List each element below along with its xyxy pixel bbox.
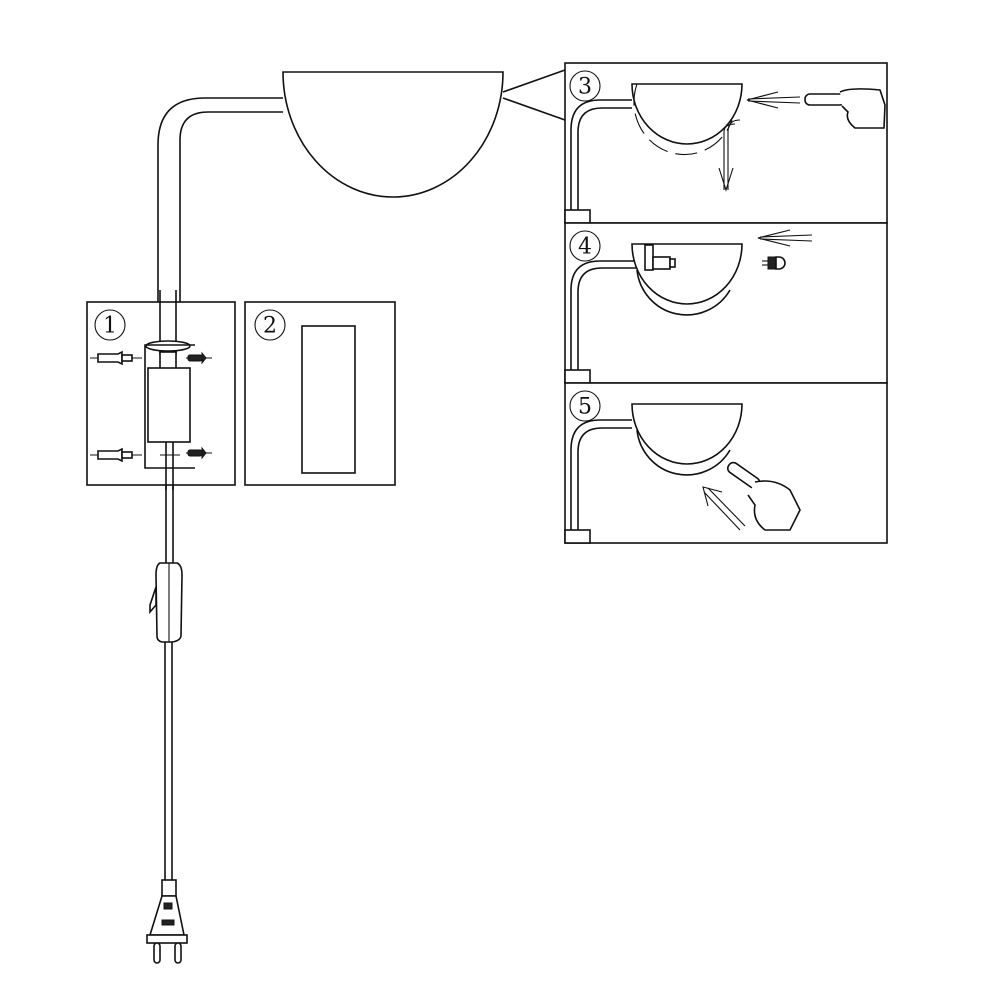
lamp-shade [631,83,743,145]
arrow-diagonal-icon [702,486,746,531]
step-number-circle [569,390,601,422]
step-number-circle [254,309,286,341]
power-plug-icon [146,879,188,964]
step-number: 1 [103,314,117,339]
wall-base [564,529,591,544]
step-number: 5 [578,395,592,420]
step-1-panel: 1 [86,290,236,490]
step-number: 4 [578,235,592,260]
main-lamp [157,69,566,340]
switch-rocker [149,586,157,615]
collar [145,340,191,352]
light-bulb-icon [762,256,786,270]
screw-icon [186,446,212,460]
step-5-panel: 5 [564,382,888,544]
pointing-hand-icon [726,461,801,531]
callout-line-bottom [502,97,566,121]
step-number: 3 [578,75,592,100]
step-4-panel: 4 [564,222,888,384]
pointing-hand-icon [804,88,886,129]
wall-base [564,209,591,224]
diffuser-outline [636,269,731,316]
mount-body [147,367,191,443]
wall-anchor-icon [90,350,142,366]
bulb-socket [652,256,671,270]
bulb-socket [644,244,654,271]
diffuser-outline [636,429,731,476]
wall-base [564,369,591,384]
step-number: 2 [263,314,277,339]
lamp-arm-outer [157,97,283,340]
diffuser-outline [633,83,733,156]
step-2-panel: 2 [244,301,396,486]
step-3-panel: 3 [564,62,888,224]
lamp-shade [631,403,743,465]
lamp-shade [282,71,504,198]
arrow-left-icon [746,91,801,109]
callout-line-top [502,69,566,93]
wall-bracket [144,344,195,469]
arrow-down-icon [718,119,741,192]
step-number-circle [569,70,601,102]
step-number-circle [569,230,601,262]
screw-icon [186,351,212,365]
step-number-circle [94,309,126,341]
lamp-arm-inner [179,111,283,340]
power-cord [146,485,188,964]
arrow-left-icon [757,229,813,247]
mounting-plate [301,325,356,474]
wall-anchor-icon [90,447,142,463]
